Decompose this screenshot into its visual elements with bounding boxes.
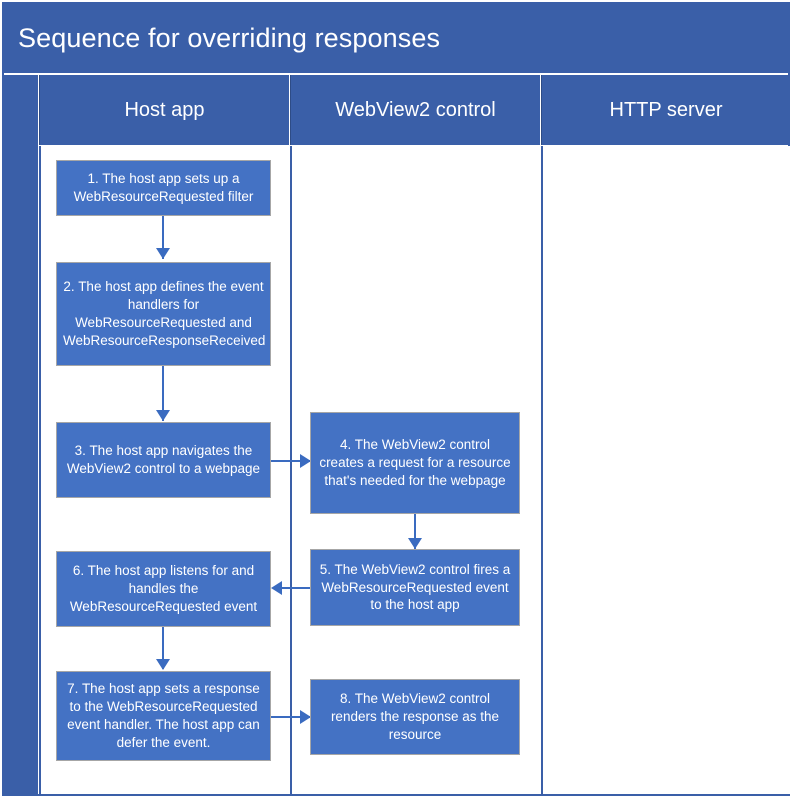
arrowhead-down-step5 (408, 538, 422, 549)
arrowhead-down-step2 (156, 248, 170, 259)
process-node-label: 4. The WebView2 control creates a reques… (319, 437, 511, 488)
lane-gutter-strip (4, 75, 38, 794)
lane-header-label: Host app (124, 98, 205, 121)
process-node-label: 3. The host app navigates the WebView2 c… (66, 443, 261, 476)
diagram-title: Sequence for overriding responses (18, 23, 441, 53)
process-node-label: 1. The host app sets up a WebResourceReq… (73, 171, 254, 204)
connector-step1-step2 (162, 215, 164, 259)
process-node-step-1[interactable]: 1. The host app sets up a WebResourceReq… (56, 160, 271, 216)
process-node-label: 2. The host app defines the event handle… (63, 279, 266, 348)
process-node-label: 6. The host app listens for and handles … (69, 563, 258, 614)
arrowhead-down-step7 (156, 659, 170, 670)
arrowhead-left-step6 (271, 581, 282, 595)
process-node-step-6[interactable]: 6. The host app listens for and handles … (56, 551, 271, 627)
connector-step4-step5 (414, 513, 416, 549)
connector-step7-step8 (270, 716, 310, 718)
arrowhead-right-step8 (300, 710, 311, 724)
diagram-title-bar: Sequence for overriding responses (4, 4, 790, 73)
connector-step2-step3 (162, 365, 164, 421)
process-node-step-2[interactable]: 2. The host app defines the event handle… (56, 262, 271, 366)
process-node-label: 8. The WebView2 control renders the resp… (330, 691, 500, 742)
process-node-step-7[interactable]: 7. The host app sets a response to the W… (56, 671, 271, 761)
lane-body-http-server (541, 146, 790, 794)
connector-step3-step4 (270, 460, 310, 462)
lane-header-webview2-control: WebView2 control (290, 75, 540, 145)
arrowhead-right-step4 (300, 454, 311, 468)
process-node-step-3[interactable]: 3. The host app navigates the WebView2 c… (56, 422, 271, 498)
lane-header-label: HTTP server (609, 98, 723, 121)
process-node-label: 5. The WebView2 control fires a WebResou… (319, 561, 511, 613)
lane-header-label: WebView2 control (335, 98, 496, 121)
lane-header-host-app: Host app (39, 75, 289, 145)
connector-step5-step6 (282, 587, 322, 589)
lane-header-http-server: HTTP server (541, 75, 790, 145)
process-node-step-8[interactable]: 8. The WebView2 control renders the resp… (310, 679, 520, 755)
connector-step6-step7 (162, 627, 164, 669)
arrowhead-down-step3 (156, 410, 170, 421)
process-node-step-4[interactable]: 4. The WebView2 control creates a reques… (310, 412, 520, 514)
process-node-label: 7. The host app sets a response to the W… (67, 681, 260, 750)
process-node-step-5[interactable]: 5. The WebView2 control fires a WebResou… (310, 549, 520, 626)
